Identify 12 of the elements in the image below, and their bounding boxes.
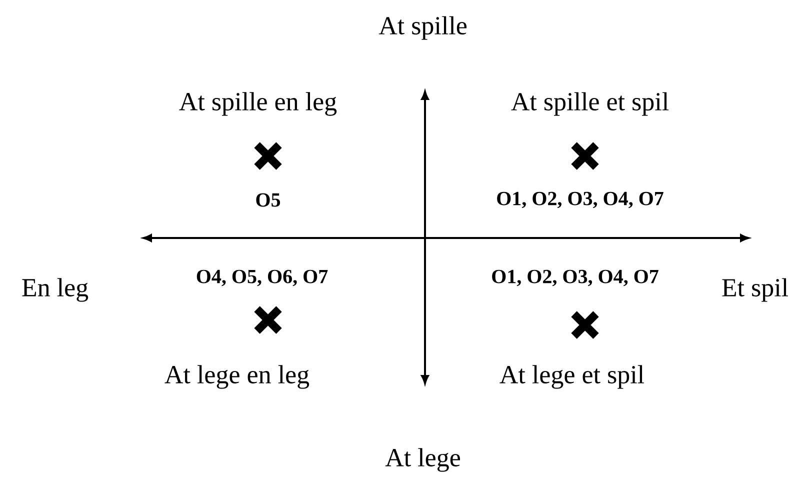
quadrant-note: O5 [256, 193, 280, 207]
axis-label: At lege [385, 448, 460, 472]
axis-label: At spille [378, 16, 467, 40]
quadrant-note: O1, O2, O3, O4, O7 [497, 192, 664, 208]
axis-label: Et spil [722, 278, 788, 302]
quadrant-label: At lege et spil [500, 365, 644, 389]
quadrant-note: O1, O2, O3, O4, O7 [492, 270, 658, 286]
quadrant-note: O4, O5, O6, O7 [196, 270, 328, 286]
quadrant-label: At lege en leg [164, 365, 310, 389]
quadrant-label: At spille en leg [179, 92, 337, 116]
quadrant-label: At spille et spil [511, 92, 669, 116]
axis-label: En leg [22, 278, 88, 302]
